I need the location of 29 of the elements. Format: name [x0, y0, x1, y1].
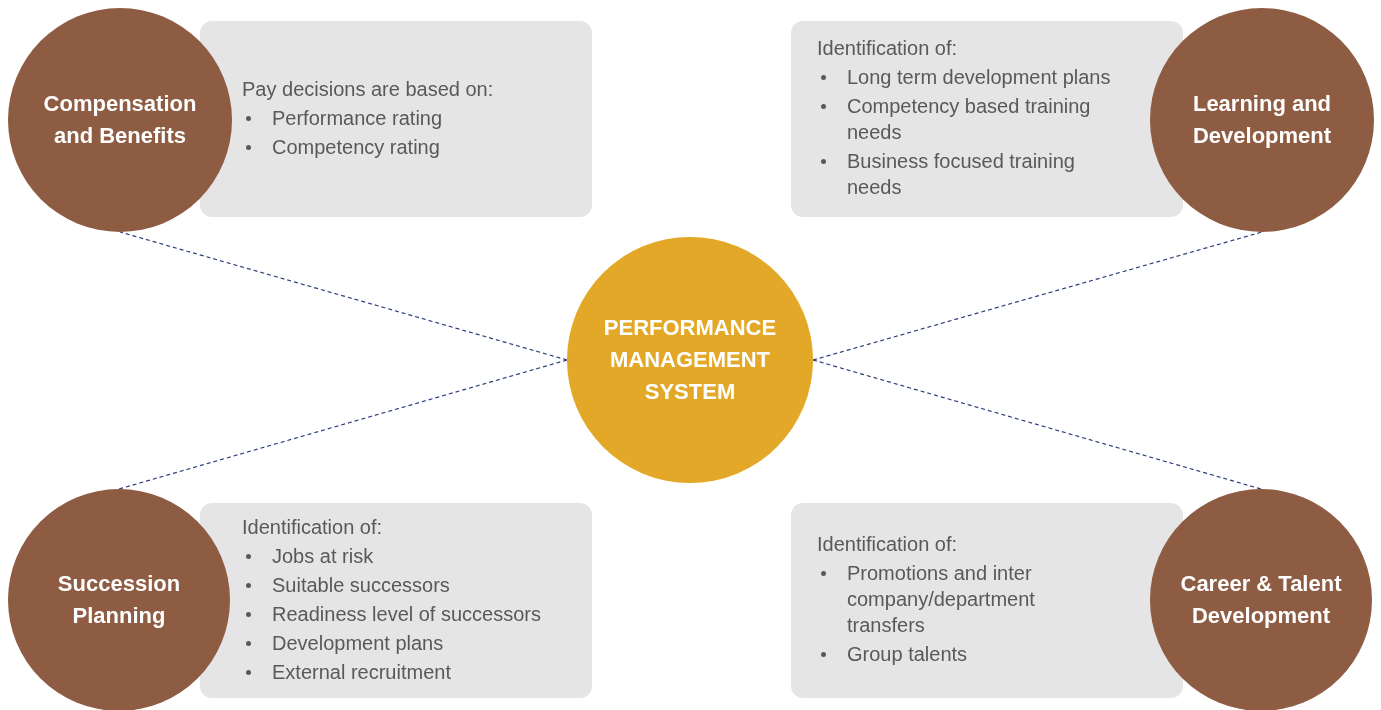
bullet-item: Readiness level of successors	[242, 600, 582, 627]
panel-heading: Identification of:	[817, 36, 959, 61]
bullet-item: Performance rating	[242, 104, 582, 131]
info-panel	[200, 503, 592, 698]
bullet-item: Promotions and inter company/department transfers	[817, 560, 1093, 638]
dashed-connector	[812, 359, 1262, 490]
bullet-item: External recruitment	[242, 658, 582, 685]
bullet-item: Development plans	[242, 629, 582, 656]
circle-label: Learning and Development	[1191, 90, 1333, 150]
panel-heading: Identification of:	[242, 514, 384, 540]
circle-label: Succession Planning	[56, 570, 182, 630]
circle-label: Compensation and Benefits	[42, 90, 198, 150]
circle-label: PERFORMANCE MANAGEMENT SYSTEM	[602, 314, 778, 406]
circle-label: Career & Talent Development	[1179, 570, 1343, 630]
info-panel	[791, 21, 1183, 217]
panel-heading: Identification of:	[817, 532, 959, 557]
bullet-item: Long term development plans	[817, 64, 1121, 90]
info-panel	[200, 21, 592, 217]
info-panel	[791, 503, 1183, 698]
dashed-connector	[812, 231, 1263, 361]
bullet-item: Competency based training needs	[817, 93, 1121, 145]
bullet-item: Business focused training needs	[817, 148, 1121, 200]
panel-heading: Pay decisions are based on:	[242, 76, 495, 102]
bullet-item: Suitable successors	[242, 571, 582, 598]
bullet-item: Group talents	[817, 641, 1093, 667]
bullet-item: Competency rating	[242, 133, 582, 160]
bullet-item: Jobs at risk	[242, 542, 582, 569]
dashed-connector	[118, 359, 568, 490]
dashed-connector	[119, 231, 568, 361]
